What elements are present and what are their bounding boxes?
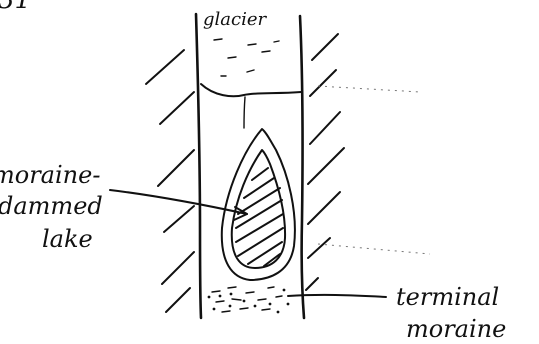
wall-hatching [146, 34, 344, 312]
figure-number: 31 [0, 0, 31, 15]
valley-wall-right [300, 16, 304, 318]
dotted-guide-lines [318, 86, 430, 254]
moraine-dammed-lake-label-line3: lake [42, 225, 93, 253]
glacier-snout [201, 84, 301, 96]
meltwater-stream [244, 97, 245, 128]
terminal-moraine-label-line2: moraine [406, 315, 506, 343]
valley-wall-left [196, 14, 201, 318]
glacier-label: glacier [203, 9, 268, 30]
moraine-dammed-lake-label-line2: dammed [0, 192, 103, 220]
terminal-moraine-label-line1: terminal [396, 283, 499, 311]
glacier-surface-marks [214, 39, 279, 76]
moraine-dammed-lake-label-line1: moraine- [0, 161, 100, 189]
terminal-moraine-debris [212, 287, 282, 312]
